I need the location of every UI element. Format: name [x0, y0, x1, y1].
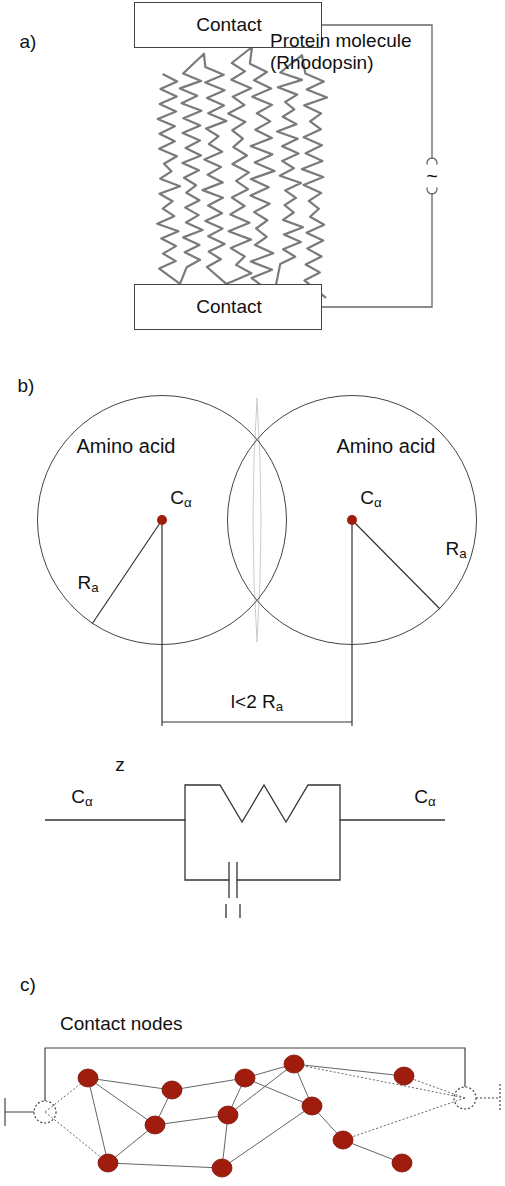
panel-letter: a) — [20, 31, 37, 53]
radius-label: Ra — [77, 572, 98, 594]
amino-acid-sphere: Amino acidCαRa — [227, 395, 477, 645]
contact-bracket — [5, 1048, 500, 1126]
radius-label: Ra — [445, 538, 466, 560]
residue-node — [302, 1097, 322, 1115]
c-alpha-dot — [157, 515, 357, 525]
amino-acid-sphere: Amino acidCαRa — [37, 395, 287, 645]
residue-node — [284, 1055, 304, 1073]
contact-label: Contact — [196, 14, 261, 36]
panel-letter: c) — [20, 974, 36, 996]
residue-node — [212, 1159, 232, 1177]
network-link — [88, 1078, 108, 1163]
network-link — [155, 1115, 228, 1125]
amino-acid-label: Amino acid — [77, 435, 176, 458]
c-alpha-label: Cα — [71, 786, 92, 808]
impedance-label: z — [115, 754, 125, 776]
contact-label: Contact — [196, 296, 261, 318]
residue-node — [333, 1131, 353, 1149]
distance-label: l<2 Ra — [231, 691, 283, 713]
network — [45, 1055, 465, 1177]
contact-link — [45, 1112, 108, 1163]
residue-node — [392, 1154, 412, 1172]
impedance-circuit — [45, 785, 445, 918]
backbone-trace — [157, 47, 327, 298]
network-link — [88, 1078, 155, 1125]
residue-node — [218, 1106, 238, 1124]
network-link — [108, 1163, 222, 1168]
contact-link — [294, 1064, 465, 1098]
residue-node — [78, 1069, 98, 1087]
protein-label: Protein molecule (Rhodopsin) — [270, 30, 430, 74]
network-link — [172, 1078, 245, 1090]
residue-node — [162, 1081, 182, 1099]
network-link — [228, 1064, 294, 1115]
c-alpha-label: Cα — [360, 487, 381, 509]
contact-nodes-label: Contact nodes — [60, 1013, 183, 1035]
c-alpha-label: Cα — [170, 487, 191, 509]
residue-node — [145, 1116, 165, 1134]
residue-node — [394, 1067, 414, 1085]
contact-box: Contact — [134, 284, 322, 330]
residue-node — [235, 1069, 255, 1087]
network-link — [294, 1064, 404, 1076]
amino-acid-label: Amino acid — [337, 435, 436, 458]
contact-link — [343, 1098, 465, 1140]
residue-node — [98, 1154, 118, 1172]
panel-letter: b) — [18, 375, 35, 397]
network-link — [88, 1078, 172, 1090]
c-alpha-label: Cα — [414, 786, 435, 808]
protein-backbone — [157, 47, 327, 298]
ac-symbol: ~ — [424, 165, 440, 188]
